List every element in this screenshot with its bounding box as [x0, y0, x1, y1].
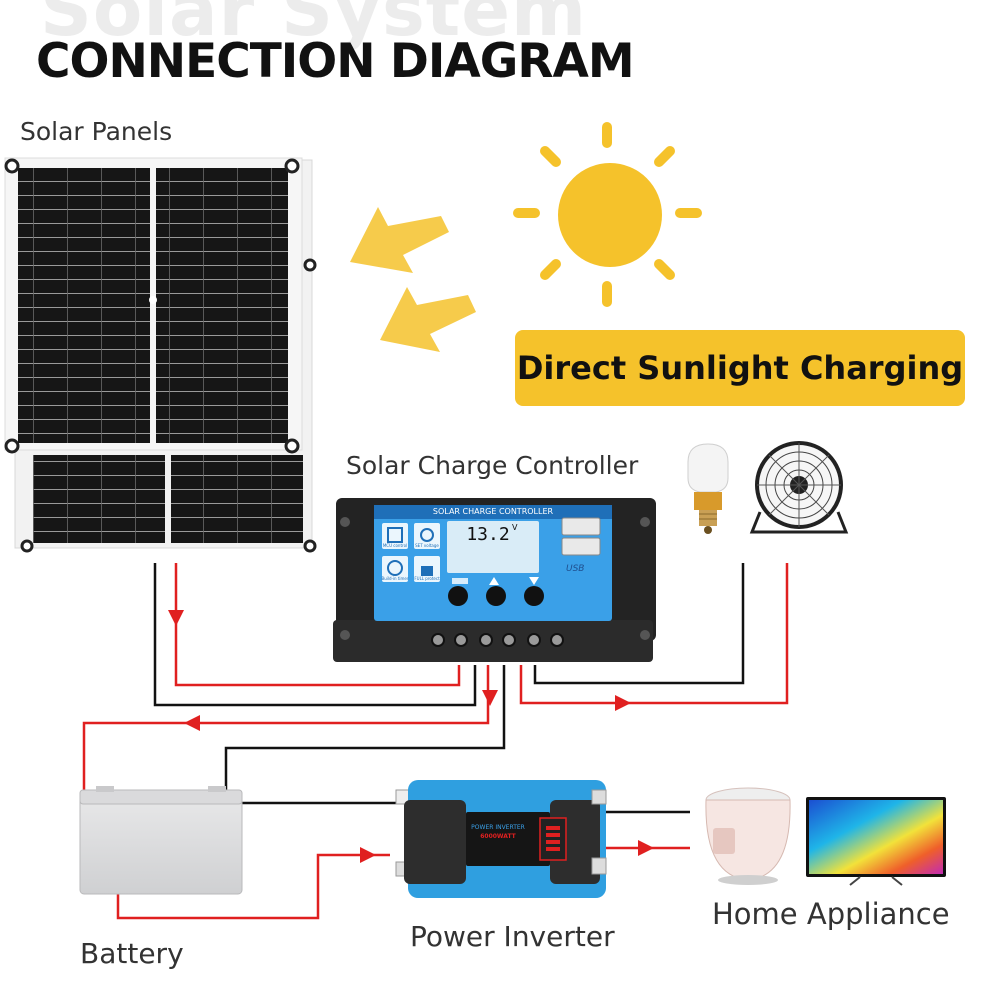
controller-usb-label: USB	[566, 564, 584, 574]
ghost-title: Solar System	[40, 0, 588, 52]
sun-icon	[513, 122, 702, 307]
solar-panel-image	[4, 157, 317, 553]
current-arrow-icon	[184, 715, 200, 731]
controller-icon-label: MCU control	[383, 543, 407, 548]
light-bulb-image	[687, 443, 729, 534]
current-arrow-icon	[638, 840, 654, 856]
sunlight-arrow-icon	[380, 287, 476, 352]
charge-controller-image	[333, 498, 656, 662]
controller-icon-label: SET voltage	[415, 543, 439, 548]
sunlight-callout: Direct Sunlight Charging	[515, 330, 965, 406]
controller-icon-label: Build-in timer	[381, 576, 408, 581]
page-title: CONNECTION DIAGRAM	[36, 34, 635, 89]
solar-panels-label: Solar Panels	[20, 117, 173, 146]
current-arrow-icon	[482, 690, 498, 706]
negative-wire	[153, 563, 745, 814]
current-arrow-icon	[168, 610, 184, 626]
sunlight-arrow-icon	[350, 207, 449, 273]
controller-header-text: SOLAR CHARGE CONTROLLER	[433, 507, 554, 516]
fan-image	[749, 441, 849, 534]
controller-icon-label: FULL protect	[414, 576, 440, 581]
controller-voltage-readout: 13.2	[466, 524, 509, 545]
home-appliance-label: Home Appliance	[712, 897, 950, 931]
inverter-brand-text: POWER INVERTER	[471, 824, 525, 831]
television-image	[806, 797, 946, 886]
rice-cooker-image	[705, 787, 791, 885]
controller-voltage-unit: V	[512, 523, 518, 532]
battery-label: Battery	[80, 937, 184, 970]
battery-image	[79, 786, 243, 895]
power-inverter-image	[395, 780, 607, 898]
power-inverter-label: Power Inverter	[410, 920, 615, 953]
inverter-power-text: 6000WATT	[480, 833, 516, 840]
charge-controller-label: Solar Charge Controller	[346, 451, 639, 480]
current-arrow-icon	[615, 695, 631, 711]
current-arrow-icon	[360, 847, 376, 863]
